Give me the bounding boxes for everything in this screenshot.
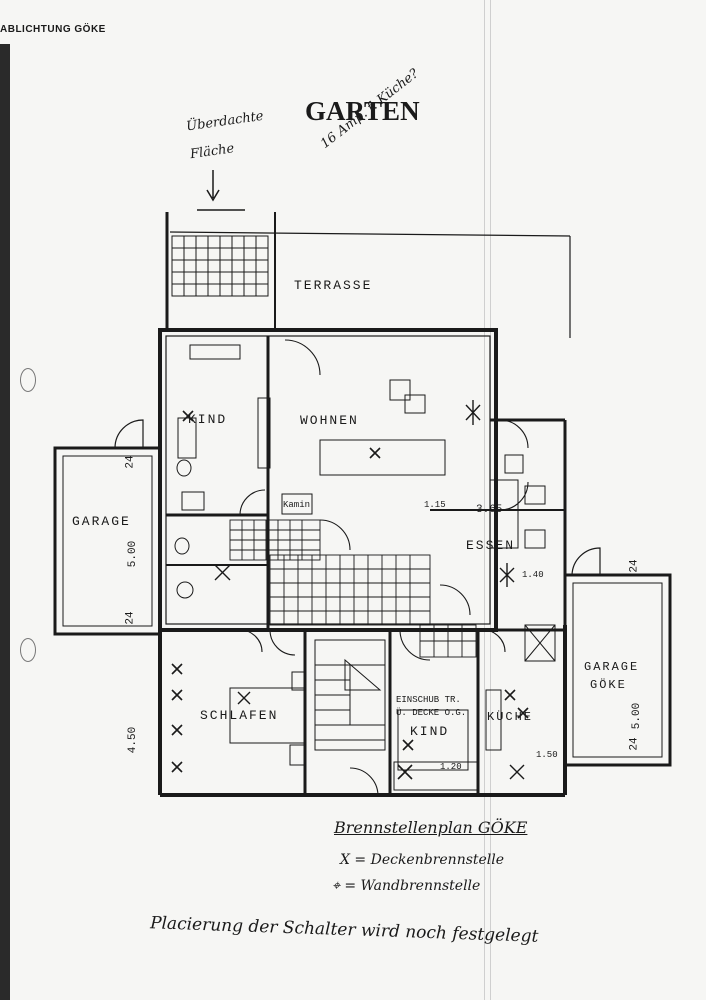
room-label-kind-bottom: KIND xyxy=(410,724,450,739)
dimension-24-bottom-left: 24 xyxy=(124,611,137,625)
hallway-tiles xyxy=(229,519,477,658)
room-label-einschub: EINSCHUB TR. Ü. DECKE O.G. xyxy=(396,694,466,720)
dimension-500-right: 5.00 xyxy=(631,702,644,730)
left-garage-outline xyxy=(53,419,162,636)
fold-line xyxy=(484,0,485,1000)
garden-title: GARTEN xyxy=(305,96,420,126)
dimension-450-left: 4.50 xyxy=(127,726,140,754)
terrace-outline xyxy=(165,212,571,338)
dimension-140: 1.40 xyxy=(522,570,544,580)
terrace-tiles xyxy=(171,235,269,297)
ceiling-light-marks xyxy=(171,410,529,780)
legend-title: Brennstellenplan GÖKE xyxy=(334,818,528,837)
dimension-150: 1.50 xyxy=(536,750,558,760)
room-label-schlafen: SCHLAFEN xyxy=(200,708,279,723)
furniture xyxy=(174,344,556,791)
punch-hole-bottom xyxy=(20,638,36,662)
room-label-kamin: Kamin xyxy=(283,500,311,510)
room-label-garage-right: GARAGE xyxy=(584,660,640,674)
dimension-24-right-top: 24 xyxy=(628,559,641,573)
dimension-500-left: 5.00 xyxy=(127,540,140,568)
dimension-120: 1.20 xyxy=(440,762,462,772)
dimension-24-top-left: 24 xyxy=(124,455,137,469)
dimension-115: 1.15 xyxy=(424,500,446,510)
note-arrow xyxy=(206,170,220,202)
einschub-line2: Ü. DECKE O.G. xyxy=(396,708,467,718)
room-label-garage-right-owner: GÖKE xyxy=(590,678,627,692)
einschub-line1: EINSCHUB TR. xyxy=(396,695,461,705)
document-header: ABLICHTUNG GÖKE xyxy=(0,24,106,35)
room-label-kind-top: KIND xyxy=(188,412,228,427)
binder-spine xyxy=(0,44,10,1000)
wall-light-marks xyxy=(214,400,525,780)
room-label-essen: ESSEN xyxy=(466,538,516,553)
staircase xyxy=(314,639,386,751)
room-label-terrasse: TERRASSE xyxy=(294,278,373,293)
right-garage-outline xyxy=(563,547,672,767)
room-label-kueche: KÜCHE xyxy=(487,710,534,724)
room-label-wohnen: WOHNEN xyxy=(300,413,359,428)
dimension-365: 3.65 xyxy=(476,504,503,516)
punch-hole-top xyxy=(20,368,36,392)
door-arcs xyxy=(239,339,529,796)
dimension-24-right-bottom: 24 xyxy=(628,737,641,751)
legend-wall-light: ⌖ = Wandbrennstelle xyxy=(332,878,481,894)
room-label-garage-left: GARAGE xyxy=(72,514,131,529)
legend-ceiling-light: X = Deckenbrennstelle xyxy=(340,852,505,868)
